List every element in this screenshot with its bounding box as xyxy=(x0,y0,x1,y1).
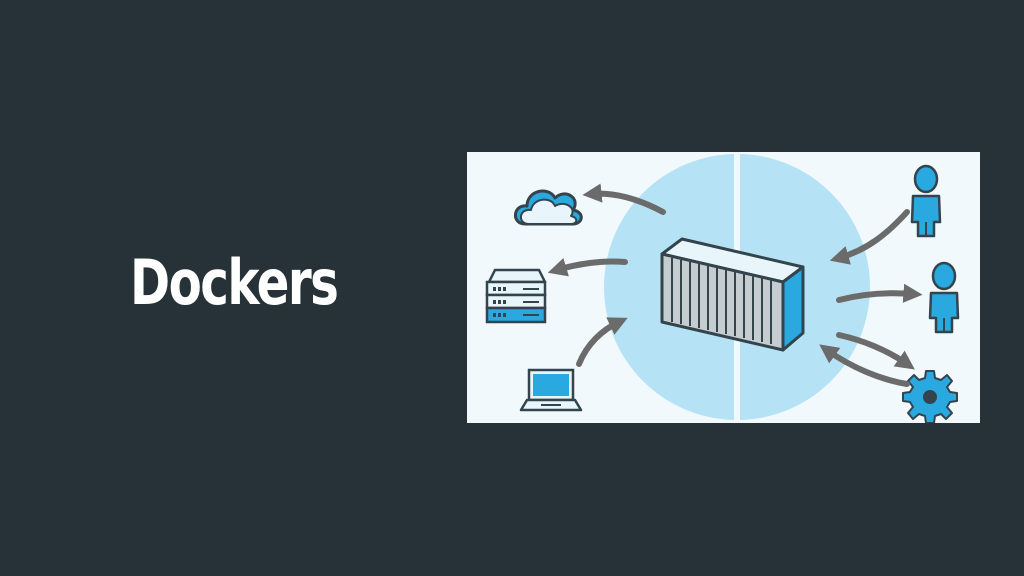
arrow-to-gear xyxy=(836,332,915,370)
arrow-from-user-1 xyxy=(829,209,910,265)
docker-illustration xyxy=(467,152,980,423)
laptop-icon xyxy=(519,368,583,412)
slide-title: Dockers xyxy=(130,246,339,319)
shipping-container-icon xyxy=(660,237,805,352)
arrow-to-user-2 xyxy=(836,283,923,303)
arrow-to-server xyxy=(547,258,628,277)
docker-diagram-svg xyxy=(467,152,980,423)
flow-arrows xyxy=(547,183,923,387)
server-rack-icon xyxy=(485,268,547,324)
user-icon xyxy=(928,261,960,334)
arrow-from-laptop xyxy=(576,317,628,367)
gear-icon xyxy=(902,369,958,423)
user-icon xyxy=(910,164,942,238)
arrow-to-cloud xyxy=(582,183,666,215)
arrow-from-gear xyxy=(819,344,910,387)
cloud-icon xyxy=(514,189,583,226)
